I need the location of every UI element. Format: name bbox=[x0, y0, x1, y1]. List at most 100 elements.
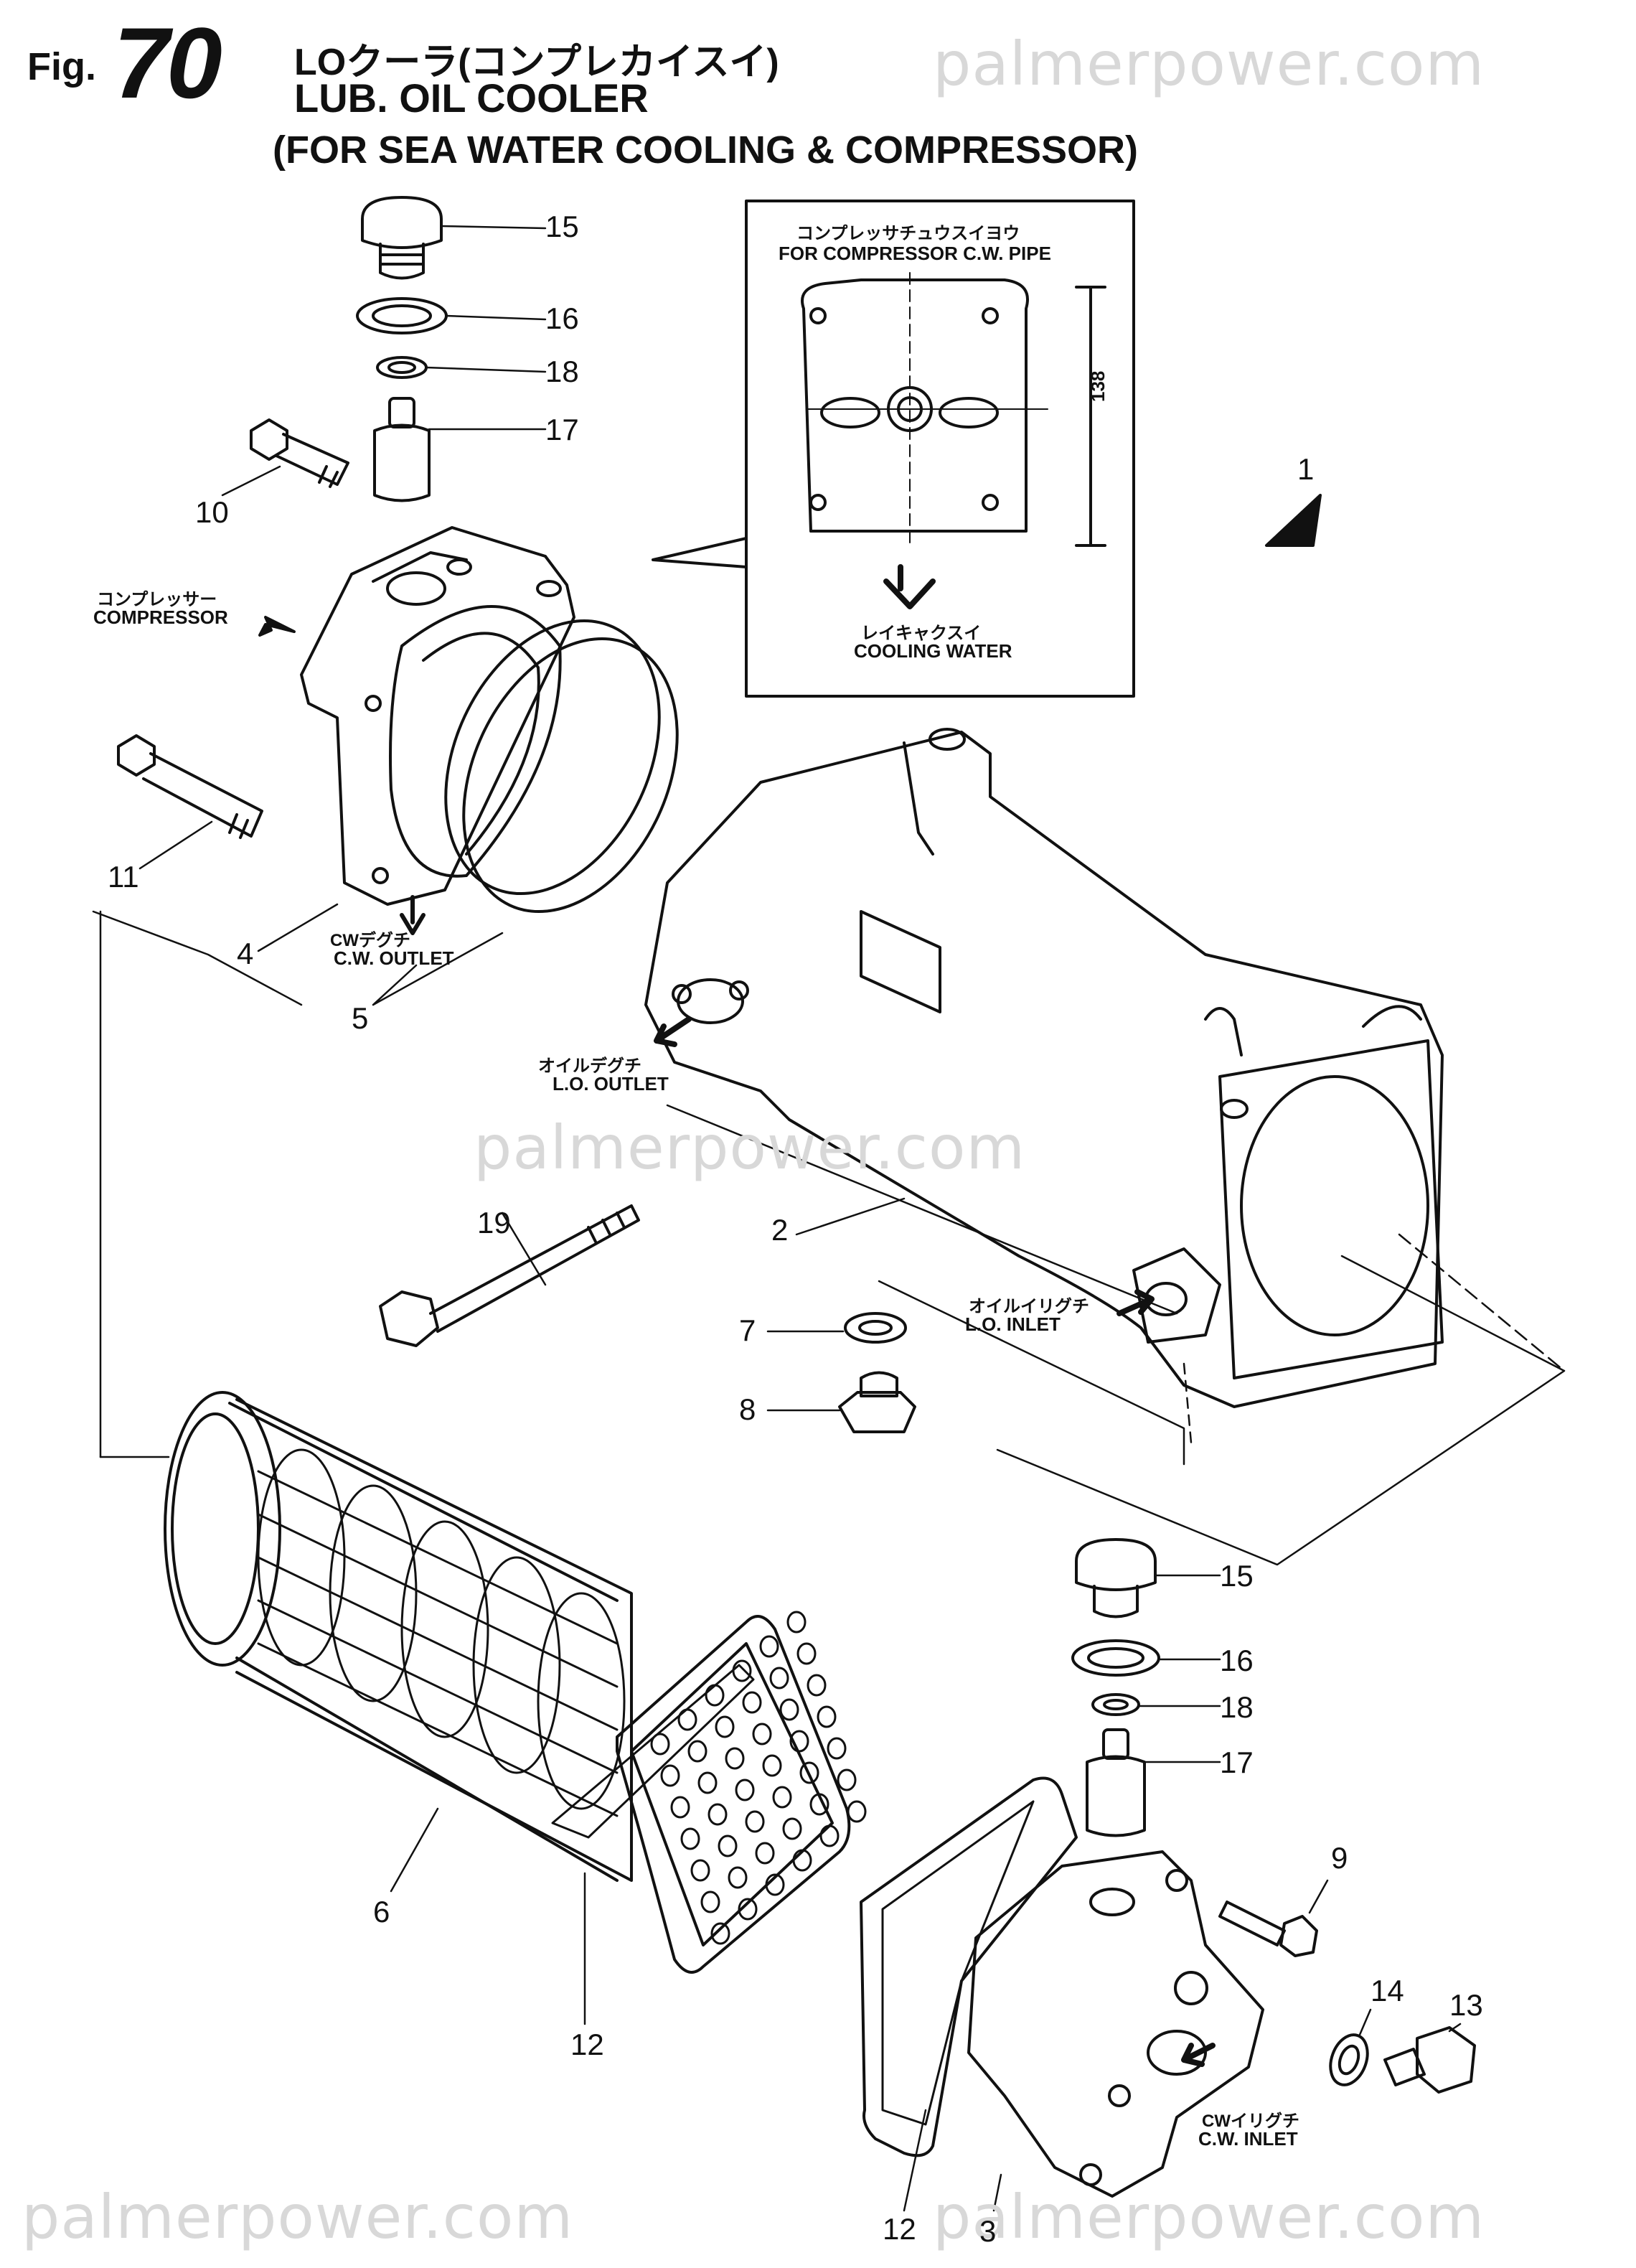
sleeve-17-bottom bbox=[1086, 1728, 1146, 1837]
tube-holes bbox=[650, 1611, 867, 1945]
tube-hole bbox=[819, 1824, 840, 1847]
watermark: palmerpower.com bbox=[933, 2182, 1485, 2252]
ring-18-bottom bbox=[1091, 1693, 1140, 1716]
part-number-16: 16 bbox=[1220, 1644, 1254, 1677]
plug-13 bbox=[1383, 2026, 1476, 2094]
tube-hole bbox=[742, 1691, 762, 1714]
gasket-16-top bbox=[356, 297, 448, 334]
part-number-4: 4 bbox=[237, 937, 254, 970]
fig-number: 70 bbox=[113, 6, 222, 119]
title-japanese: LOクーラ(コンプレカイスイ) bbox=[294, 42, 779, 83]
tube-hole bbox=[786, 1611, 807, 1634]
tube-hole bbox=[660, 1764, 680, 1787]
lo-inlet-label-en: L.O. INLET bbox=[965, 1313, 1061, 1335]
part-number-1: 1 bbox=[1297, 452, 1315, 486]
plug-8 bbox=[838, 1371, 916, 1433]
tube-hole bbox=[837, 1768, 857, 1791]
part-number-16: 16 bbox=[545, 301, 579, 335]
part-number-17: 17 bbox=[545, 413, 579, 446]
title-subtitle: (FOR SEA WATER COOLING & COMPRESSOR) bbox=[273, 128, 1139, 172]
tube-hole bbox=[847, 1800, 867, 1823]
lo-inlet-label-jp: オイルイリグチ bbox=[969, 1297, 1089, 1316]
part-number-12: 12 bbox=[883, 2212, 916, 2246]
tube-bundle-6 bbox=[164, 1391, 851, 1974]
cw-outlet-arrow bbox=[400, 895, 426, 935]
tube-hole bbox=[755, 1842, 775, 1865]
gasket-12a bbox=[551, 1664, 755, 1839]
lo-outlet-label-en: L.O. OUTLET bbox=[553, 1073, 669, 1095]
lo-outlet-label-jp: オイルデグチ bbox=[538, 1056, 641, 1076]
lo-inlet-arrow bbox=[1116, 1289, 1155, 1316]
inset-dimension: 138 bbox=[1087, 370, 1109, 402]
housing-4 bbox=[300, 526, 575, 906]
cw-inlet-label-jp: CWイリグチ bbox=[1202, 2112, 1299, 2131]
tube-hole bbox=[725, 1747, 745, 1770]
compressor-arrow bbox=[258, 616, 296, 637]
tube-hole bbox=[690, 1859, 710, 1882]
tube-hole bbox=[769, 1667, 789, 1690]
tube-hole bbox=[759, 1635, 779, 1658]
part-number-11: 11 bbox=[108, 860, 139, 894]
fig-label: Fig. bbox=[27, 45, 96, 88]
tube-hole bbox=[707, 1803, 728, 1826]
tube-hole bbox=[796, 1642, 817, 1665]
cw-inlet-label-en: C.W. INLET bbox=[1198, 2128, 1298, 2150]
tube-hole bbox=[687, 1740, 707, 1763]
tube-hole bbox=[738, 1898, 758, 1921]
part-number-15: 15 bbox=[1220, 1559, 1254, 1593]
bolt-9 bbox=[1218, 1901, 1318, 1957]
bolt-10 bbox=[250, 418, 349, 488]
part-number-5: 5 bbox=[352, 1001, 369, 1035]
tube-hole bbox=[772, 1786, 792, 1809]
watermark: palmerpower.com bbox=[933, 29, 1485, 99]
part-number-17: 17 bbox=[1220, 1745, 1254, 1779]
part-number-3: 3 bbox=[979, 2214, 997, 2248]
part-number-19: 19 bbox=[477, 1206, 511, 1240]
tube-hole bbox=[762, 1754, 782, 1777]
plug-15-top bbox=[361, 196, 443, 280]
part-number-10: 10 bbox=[195, 495, 229, 529]
tube-hole bbox=[718, 1834, 738, 1857]
inset-flow-en: COOLING WATER bbox=[854, 640, 1012, 662]
assembly-lines bbox=[92, 910, 1566, 1566]
washer-7 bbox=[844, 1312, 907, 1344]
tube-hole bbox=[809, 1793, 829, 1816]
part-number-18: 18 bbox=[1220, 1690, 1254, 1724]
watermark: palmerpower.com bbox=[474, 1112, 1026, 1183]
bolt-11 bbox=[117, 734, 263, 839]
tube-hole bbox=[827, 1737, 847, 1760]
sleeve-17-top bbox=[373, 397, 431, 502]
tube-hole bbox=[670, 1796, 690, 1819]
part-number-13: 13 bbox=[1449, 1988, 1483, 2022]
part-number-14: 14 bbox=[1371, 1974, 1404, 2007]
leader-lines bbox=[138, 225, 1462, 2212]
tube-hole bbox=[779, 1698, 799, 1721]
pointer-1 bbox=[1265, 494, 1322, 547]
cover-3 bbox=[967, 1850, 1264, 2198]
plug-15-bottom bbox=[1075, 1538, 1157, 1618]
part-number-12: 12 bbox=[570, 2028, 604, 2061]
tube-hole bbox=[705, 1684, 725, 1707]
gasket-12b-inner bbox=[881, 1800, 1035, 2126]
tube-hole bbox=[817, 1705, 837, 1728]
title-english: LUB. OIL COOLER bbox=[294, 75, 649, 121]
body-2 bbox=[644, 728, 1444, 1408]
tube-hole bbox=[697, 1771, 718, 1794]
ring-18-top bbox=[376, 356, 428, 379]
part-number-6: 6 bbox=[373, 1895, 390, 1929]
inset-flow-jp: レイキャクスイ bbox=[861, 624, 982, 643]
part-number-7: 7 bbox=[739, 1313, 756, 1347]
tube-hole bbox=[735, 1779, 755, 1801]
part-number-8: 8 bbox=[739, 1392, 756, 1426]
tube-hole bbox=[732, 1659, 752, 1682]
tube-hole bbox=[728, 1866, 748, 1889]
tube-hole bbox=[710, 1922, 730, 1945]
o-rings-5 bbox=[444, 619, 679, 914]
part-number-2: 2 bbox=[771, 1213, 789, 1247]
part-number-18: 18 bbox=[545, 355, 579, 388]
washer-14 bbox=[1329, 2033, 1369, 2086]
tube-hole bbox=[700, 1890, 720, 1913]
tube-hole bbox=[752, 1723, 772, 1745]
tube-hole bbox=[680, 1827, 700, 1850]
cw-inlet-arrow bbox=[1181, 2043, 1216, 2067]
